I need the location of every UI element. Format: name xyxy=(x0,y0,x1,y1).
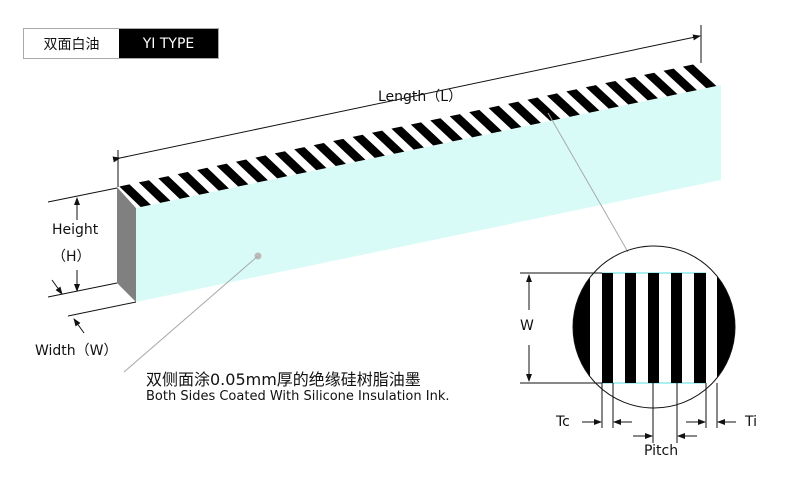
width-label: Width（W） xyxy=(35,343,118,359)
stripe xyxy=(138,180,171,203)
height-ext-top xyxy=(47,187,118,203)
coating-note-en: Both Sides Coated With Silicone Insulati… xyxy=(146,389,450,404)
width-arrow-bottom xyxy=(73,318,85,334)
length-label: Length（L） xyxy=(378,89,463,105)
detail-stripes xyxy=(573,272,735,384)
bar-side-face xyxy=(117,187,136,302)
ti-label: Ti xyxy=(745,414,758,430)
height-ext-bottom xyxy=(47,282,118,298)
length-dimension-line xyxy=(112,34,701,163)
detail-leader-line xyxy=(547,112,629,253)
pitch-label: Pitch xyxy=(644,443,679,459)
stripe xyxy=(197,167,229,191)
bar-front-face xyxy=(136,85,721,302)
stripe xyxy=(216,163,249,187)
w-label: W xyxy=(520,318,534,334)
stripe xyxy=(158,176,190,199)
width-arrow-top xyxy=(51,279,63,295)
stripe xyxy=(235,159,268,183)
stripe xyxy=(119,184,151,208)
stripe xyxy=(177,171,210,195)
height-symbol-label: （H） xyxy=(52,249,91,265)
note-leader-line xyxy=(123,255,259,373)
height-label: Height xyxy=(52,222,99,238)
detail-dimension-lines xyxy=(582,383,736,443)
coating-note-cn: 双侧面涂0.05mm厚的绝缘硅树脂油墨 xyxy=(146,370,421,389)
badge-left-label: 双面白油 xyxy=(43,36,100,53)
tc-label: Tc xyxy=(556,414,570,430)
width-ext xyxy=(67,301,137,317)
detail-circle xyxy=(572,245,736,409)
